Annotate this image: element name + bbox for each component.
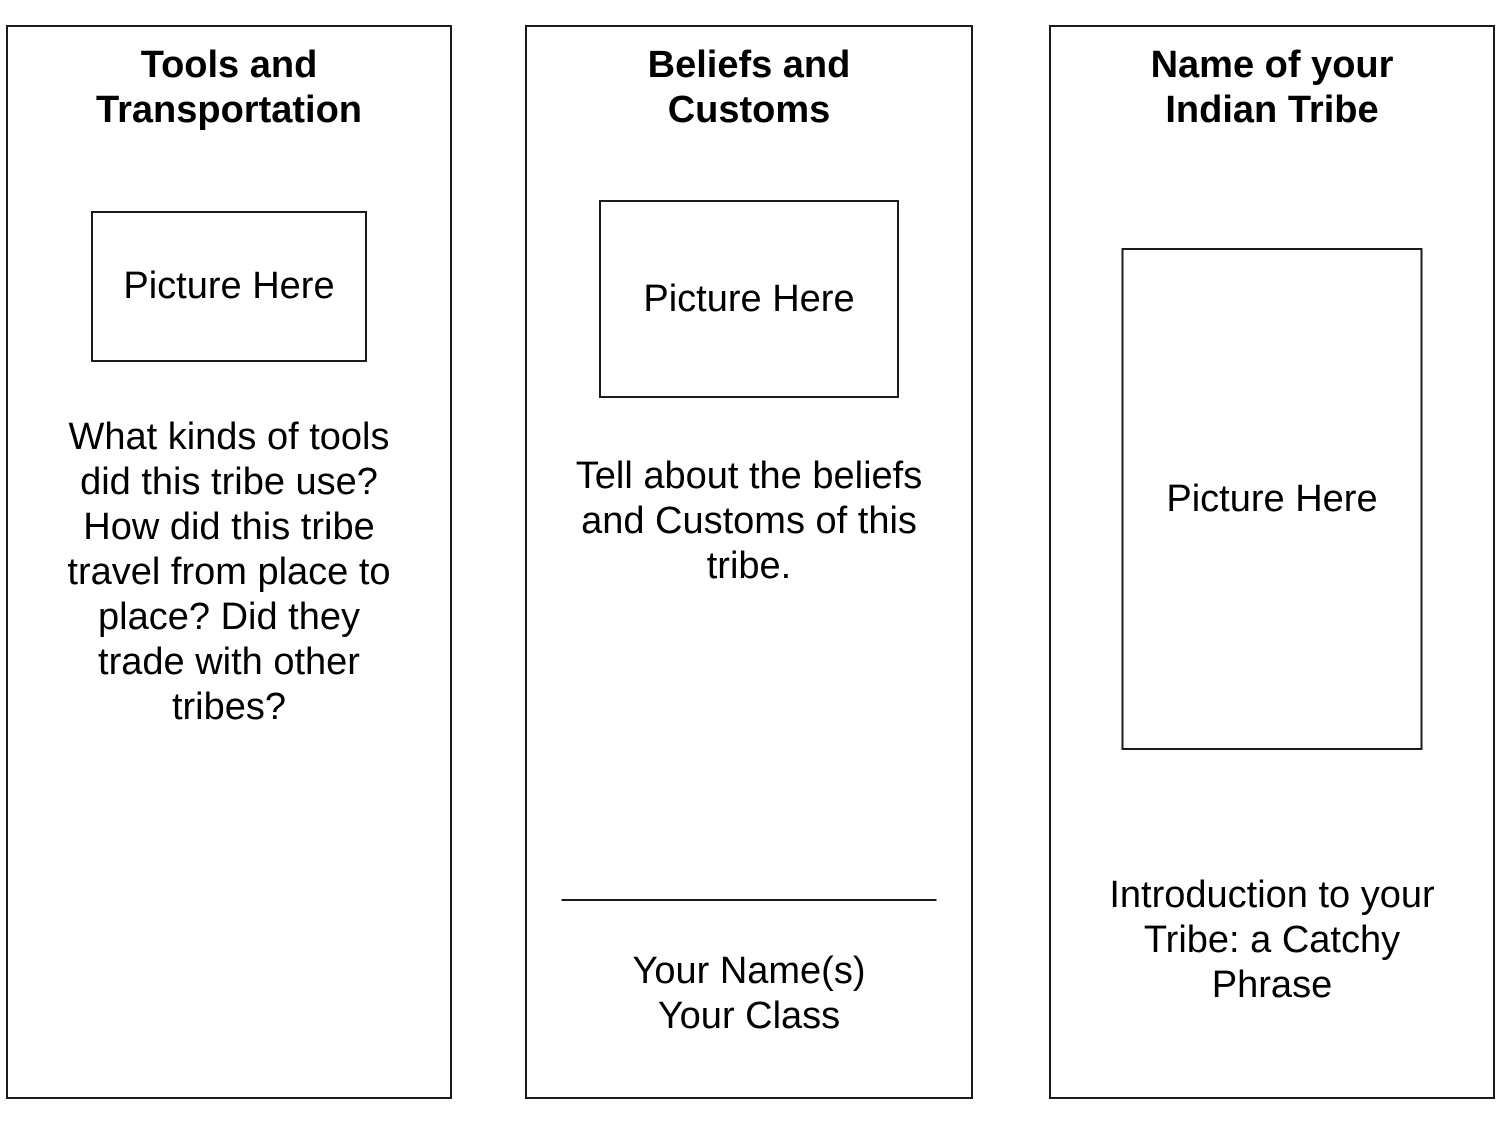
picture-placeholder-box: Picture Here	[599, 200, 899, 398]
panel-body-introduction-prompt: Introduction to your Tribe: a Catchy Phr…	[1109, 874, 1435, 1006]
panel-tribe-name-cover: Name of your Indian Tribe Picture Here I…	[1049, 25, 1495, 1099]
name-and-class-placeholder: Your Name(s) Your Class	[632, 950, 866, 1037]
panel-title-tribe-name: Name of your Indian Tribe	[1150, 44, 1394, 131]
name-signature-line	[561, 899, 937, 901]
panel-beliefs-and-customs: Beliefs and Customs Picture Here Tell ab…	[525, 25, 973, 1099]
panel-title-tools-and-transportation: Tools and Transportation	[95, 44, 363, 131]
picture-placeholder-label: Picture Here	[1166, 477, 1378, 520]
panel-tools-and-transportation: Tools and Transportation Picture Here Wh…	[6, 25, 452, 1099]
picture-placeholder-label: Picture Here	[123, 265, 335, 307]
picture-placeholder-box: Picture Here	[91, 211, 367, 362]
picture-placeholder-label: Picture Here	[643, 277, 855, 320]
panel-body-beliefs-prompt: Tell about the beliefs and Customs of th…	[575, 455, 923, 587]
picture-placeholder-box: Picture Here	[1121, 248, 1423, 750]
panel-body-tools-questions: What kinds of tools did this tribe use? …	[67, 416, 391, 728]
panel-title-beliefs-and-customs: Beliefs and Customs	[647, 44, 851, 131]
